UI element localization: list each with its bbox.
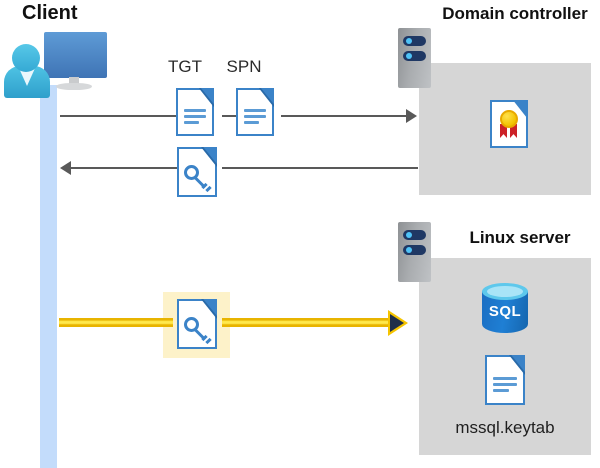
certificate-medal xyxy=(500,110,518,128)
domain-controller-title: Domain controller xyxy=(442,4,588,23)
sql-database-icon: SQL xyxy=(482,283,528,339)
doc-text-line xyxy=(184,115,206,118)
doc-text-line xyxy=(244,115,266,118)
certificate-ribbon-left xyxy=(500,124,507,138)
doc-text-line xyxy=(493,377,517,380)
doc-text-line xyxy=(493,389,509,392)
request-line-right xyxy=(281,115,407,117)
server-rack-icon xyxy=(398,28,431,88)
doc-text-line xyxy=(493,383,517,386)
service-ticket-document-icon-linux xyxy=(177,299,217,349)
response-line-right xyxy=(222,167,418,169)
doc-text-line xyxy=(244,109,266,112)
request-line-mid xyxy=(222,115,238,117)
spn-label: SPN xyxy=(226,57,262,76)
tgt-document-icon xyxy=(176,88,214,136)
user-head xyxy=(12,44,40,72)
ticket-flow-line-left xyxy=(59,318,173,327)
response-line-left xyxy=(70,167,178,169)
keytab-file-label: mssql.keytab xyxy=(455,418,555,437)
ticket-flow-line-right xyxy=(222,318,394,327)
rack-bay-2 xyxy=(403,51,426,61)
monitor-base xyxy=(56,83,92,90)
db-top-inner xyxy=(487,286,523,297)
request-arrowhead xyxy=(406,109,417,123)
ticket-flow-arrowhead xyxy=(390,314,404,332)
doc-text-line xyxy=(184,121,199,124)
key-ring xyxy=(184,165,199,180)
certificate-ribbon-right xyxy=(510,124,517,138)
spn-document-icon xyxy=(236,88,274,136)
rack-bay-1 xyxy=(403,36,426,46)
sql-label: SQL xyxy=(488,303,522,320)
doc-text-line xyxy=(184,109,206,112)
client-title: Client xyxy=(22,2,78,24)
monitor-screen xyxy=(44,32,107,78)
request-line-left xyxy=(60,115,178,117)
doc-text-line xyxy=(244,121,259,124)
key-ring xyxy=(184,317,199,332)
response-arrowhead xyxy=(60,161,71,175)
rack-bay-2 xyxy=(403,245,426,255)
server-rack-icon-linux xyxy=(398,222,431,282)
tgt-label: TGT xyxy=(168,57,202,76)
monitor-neck xyxy=(69,77,79,86)
keytab-document-icon xyxy=(485,355,525,405)
service-ticket-document-icon xyxy=(177,147,217,197)
rack-bay-1 xyxy=(403,230,426,240)
linux-server-title: Linux server xyxy=(469,228,571,247)
certificate-document-icon xyxy=(490,100,528,148)
client-lifeline xyxy=(40,85,57,468)
